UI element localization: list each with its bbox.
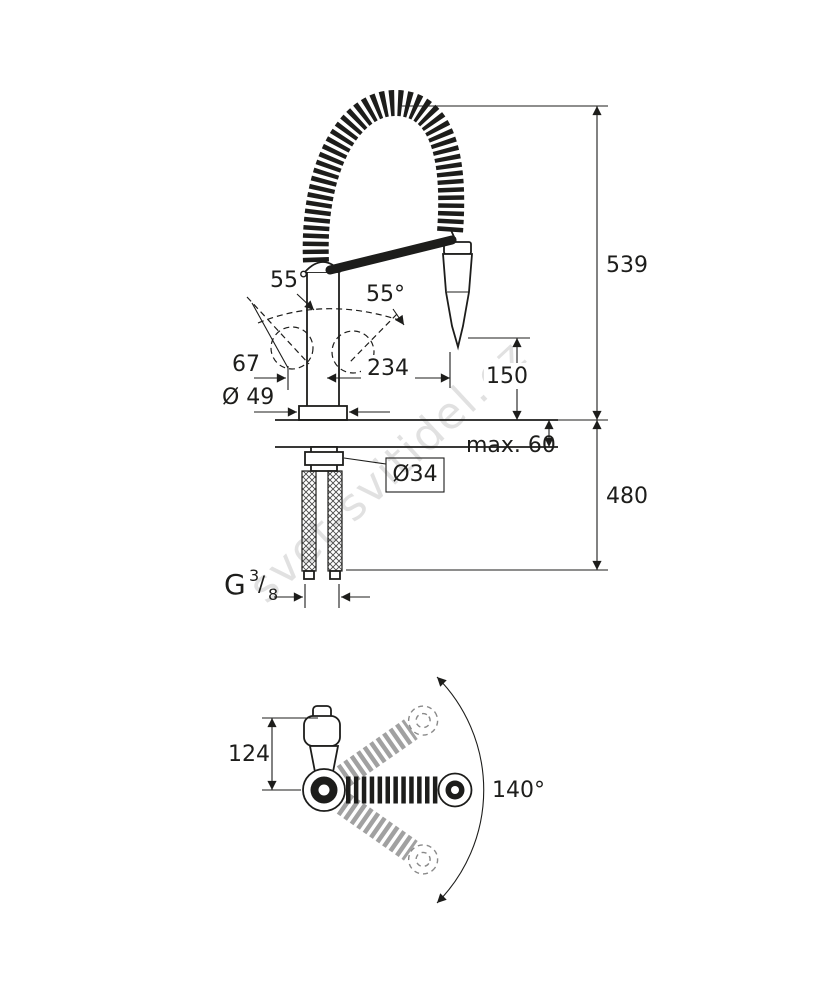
angle-label-right: 55° [366, 282, 405, 307]
plan-view: 124 140° [228, 676, 545, 904]
swivel-ghost-upper [336, 705, 439, 787]
dim-total-height: 539 [402, 105, 648, 421]
supply-hose-left [301, 470, 317, 572]
dim-label-539: 539 [606, 253, 648, 278]
dim-spray-clearance: 150 [468, 337, 530, 420]
dim-label-234: 234 [367, 356, 409, 381]
dim-label-67: 67 [232, 352, 260, 377]
thread-numerator: 3 [249, 566, 259, 585]
dim-max-thickness: max. 60 [466, 420, 556, 458]
supply-hose-right [327, 470, 343, 572]
dim-label-dia49: Ø 49 [222, 385, 274, 410]
thread-denominator: 8 [268, 585, 278, 604]
mounting-shank [301, 446, 344, 580]
dim-base-diameter: Ø 49 [222, 385, 390, 417]
dim-label-124: 124 [228, 742, 270, 767]
dim-swivel-angle: 140° [436, 676, 545, 904]
dim-label-150: 150 [486, 364, 528, 389]
dim-label-140deg: 140° [492, 778, 545, 803]
plan-spout [346, 772, 473, 808]
dim-label-dia34: Ø34 [392, 462, 437, 487]
dim-spout-reach: 234 [327, 352, 451, 388]
spring-coil-spout [302, 89, 465, 263]
thread-letter: G [224, 568, 246, 601]
dim-label-max60: max. 60 [466, 433, 556, 458]
lever-handle [325, 235, 457, 275]
handle-swing-ghosts [246, 296, 400, 374]
plan-body-handle [302, 705, 346, 812]
dim-label-480: 480 [606, 484, 648, 509]
spray-head [442, 241, 473, 351]
swivel-ghost-lower [336, 793, 439, 875]
dim-plan-depth: 124 [228, 717, 318, 791]
faucet-body [298, 235, 457, 421]
dim-thread: G 3 / 8 [224, 566, 370, 608]
thread-slash: / [258, 572, 266, 596]
dim-shank-diameter: Ø34 [343, 457, 445, 493]
main-elevation-view: 539 480 150 234 67 [222, 89, 648, 608]
dim-below-counter: 480 [346, 420, 648, 571]
dim-handle-offset: 67 [232, 302, 289, 390]
angle-label-left: 55° [270, 268, 309, 293]
angle-callouts: 55° 55° [270, 268, 405, 326]
